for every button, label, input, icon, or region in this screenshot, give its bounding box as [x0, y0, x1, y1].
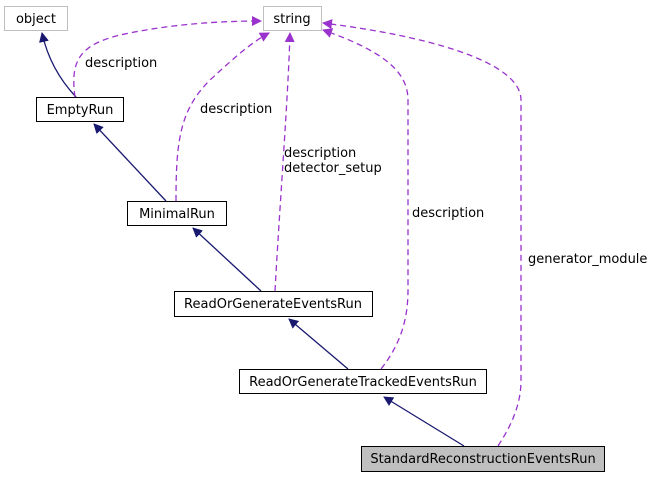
- node-label: string: [273, 12, 310, 27]
- edge-readorgenerate-minimalrun: [192, 227, 262, 292]
- edge-minimalrun-string-description: [175, 32, 270, 202]
- edge-tracked-readorgenerate: [288, 318, 349, 370]
- node-label: object: [16, 12, 56, 27]
- edge-emptyrun-object: [39, 32, 77, 98]
- node-read-or-generate-tracked-events-run[interactable]: ReadOrGenerateTrackedEventsRun: [239, 369, 487, 394]
- edge-label-description: description: [284, 146, 356, 161]
- node-string[interactable]: string: [263, 6, 322, 31]
- edge-emptyrun-string-description: [73, 16, 262, 98]
- node-label: ReadOrGenerateTrackedEventsRun: [249, 375, 477, 390]
- edge-label-generator-module: generator_module: [528, 252, 647, 267]
- edge-minimalrun-emptyrun: [93, 123, 167, 202]
- edge-readorgenerate-string: [274, 32, 295, 292]
- node-label: StandardReconstructionEventsRun: [370, 452, 595, 467]
- edge-label-detector-setup: detector_setup: [284, 161, 382, 176]
- edge-tracked-string-description: [322, 28, 409, 370]
- node-empty-run[interactable]: EmptyRun: [36, 97, 124, 122]
- node-minimal-run[interactable]: MinimalRun: [127, 201, 227, 226]
- edge-standard-tracked: [383, 396, 465, 447]
- node-object[interactable]: object: [4, 6, 68, 31]
- node-standard-reconstruction-events-run: StandardReconstructionEventsRun: [361, 446, 605, 472]
- edge-label-description: description: [200, 102, 272, 117]
- node-label: EmptyRun: [47, 103, 114, 118]
- node-label: ReadOrGenerateEventsRun: [184, 297, 362, 312]
- node-label: MinimalRun: [139, 207, 215, 222]
- edge-label-description: description: [85, 56, 157, 71]
- edge-standard-string-generator: [322, 19, 522, 447]
- node-read-or-generate-events-run[interactable]: ReadOrGenerateEventsRun: [174, 291, 373, 317]
- edge-label-description: description: [412, 206, 484, 221]
